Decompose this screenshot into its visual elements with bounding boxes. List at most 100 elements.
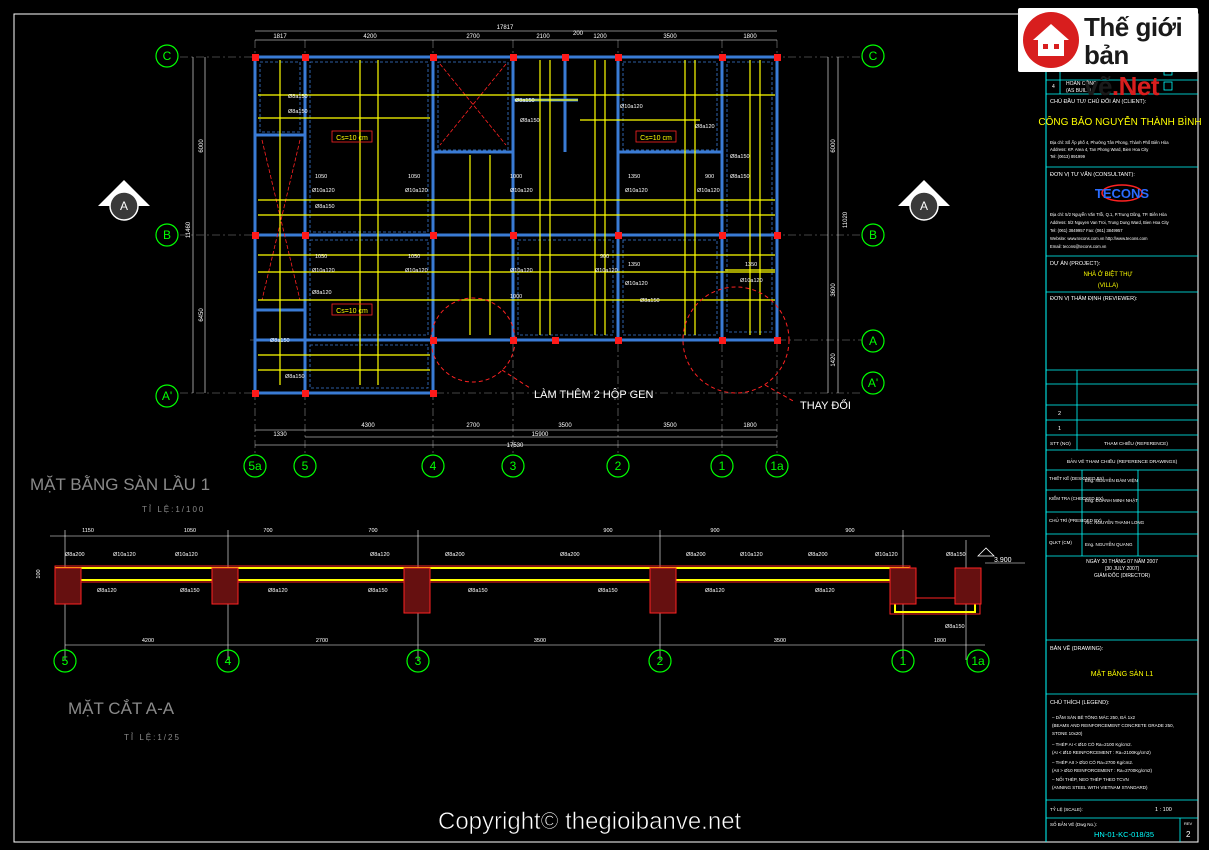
section-rebar: Ø8a120 bbox=[370, 552, 390, 558]
plan-bottom-total2: 15900 bbox=[532, 432, 549, 438]
rebar-label: Ø8a120 bbox=[695, 124, 715, 130]
plan-right-dim: 11020 bbox=[843, 211, 849, 228]
svg-text:A: A bbox=[920, 199, 928, 213]
section-grid-label: 5 bbox=[62, 654, 69, 668]
rebar-label: Ø10a120 bbox=[625, 281, 648, 287]
director-label: GIÁM ĐỐC (DIRECTOR) bbox=[1094, 572, 1150, 579]
staff-role: QLKT (CM) bbox=[1049, 540, 1072, 545]
plan-left-dim: 11460 bbox=[186, 221, 192, 238]
slab-thickness-note: Cs=10 cm bbox=[336, 308, 368, 315]
staff-name: Arc. NGUYỄN THANH LONG bbox=[1085, 519, 1145, 525]
revision-label: HOÀN CÔNG bbox=[1066, 80, 1097, 87]
section-top-dim: 900 bbox=[710, 528, 719, 534]
ref-header: THAM CHIẾU (REFERENCE) bbox=[1104, 440, 1168, 447]
plan-bottom-dim: 1800 bbox=[743, 423, 757, 429]
section-rebar: Ø8a120 bbox=[705, 588, 725, 594]
staff-role: CHỦ TRÌ (PRESIDED BY) bbox=[1049, 517, 1102, 523]
revision-label: (AS BUILT) bbox=[1066, 88, 1092, 94]
section-bottom-dim: 2700 bbox=[316, 638, 328, 644]
inner-dim: 1350 bbox=[745, 262, 757, 268]
section-bottom-dim: 4200 bbox=[142, 638, 154, 644]
staff-name: Eng. NGUYỄN ĐÀM VIỆN bbox=[1085, 476, 1138, 483]
rebar-label: Ø8a150 bbox=[270, 338, 290, 344]
section-rebar: Ø8a120 bbox=[815, 588, 835, 594]
section-marker-left: A bbox=[98, 180, 150, 221]
inner-dim: 900 bbox=[705, 174, 714, 180]
section-rebar: Ø8a150 bbox=[368, 588, 388, 594]
rebar-label: Ø10a120 bbox=[510, 268, 533, 274]
plan-right-dim: 1420 bbox=[831, 353, 837, 367]
rebar-label: Ø8a150 bbox=[520, 118, 540, 124]
grid-col-label: 2 bbox=[615, 459, 622, 473]
staff-name: Eng. ĐOÀNH MINH NHẬT bbox=[1085, 497, 1138, 503]
rebar-label: Ø10a120 bbox=[620, 104, 643, 110]
inner-dim: 1350 bbox=[628, 174, 640, 180]
plan-left-dim: 6450 bbox=[199, 308, 205, 322]
section-bottom-dim: 3500 bbox=[534, 638, 546, 644]
rebar-label: Ø10a120 bbox=[697, 188, 720, 194]
drawing-no-label: SỐ BẢN VẼ (Dwg No.): bbox=[1050, 821, 1097, 827]
legend-item: STONE 10x20) bbox=[1052, 731, 1083, 736]
legend-item: – THÉP AII > Ø10 CÓ Ra=2700 Kg/cm2. bbox=[1052, 759, 1133, 765]
plan-top-dim: 4200 bbox=[363, 34, 377, 40]
section-rebar: Ø8a150 bbox=[946, 552, 966, 558]
rev-value: 2 bbox=[1186, 830, 1191, 839]
house-icon bbox=[1023, 12, 1079, 68]
section-top-dim: 900 bbox=[603, 528, 612, 534]
grid-col-label: 5 bbox=[302, 459, 309, 473]
rebar-label: Ø8a120 bbox=[312, 290, 332, 296]
scale-value: 1 : 100 bbox=[1155, 807, 1172, 813]
rebar-label: Ø10a120 bbox=[405, 188, 428, 194]
grid-row-label: A' bbox=[162, 389, 172, 403]
consultant-address: Tel: (061) 3849957 Fax: (061) 3849957 bbox=[1050, 228, 1123, 233]
section-rebar: Ø8a120 bbox=[97, 588, 117, 594]
rebar-label: Ø10a120 bbox=[595, 268, 618, 274]
drawing-frame bbox=[13, 13, 1199, 843]
rebar-label: Ø8a150 bbox=[640, 298, 660, 304]
rev-row: 2 bbox=[1058, 411, 1061, 417]
rebar-label: Ø8a150 bbox=[288, 109, 308, 115]
section-rebar: Ø10a120 bbox=[740, 552, 763, 558]
plan-top-dim: 1817 bbox=[273, 34, 287, 40]
grid-col-label: 1 bbox=[719, 459, 726, 473]
rebar-label: Ø8a150 bbox=[515, 98, 535, 104]
date-line: NGÀY 30 THÁNG 07 NĂM 2007 bbox=[1086, 558, 1158, 565]
plan-top-dim: 1800 bbox=[743, 34, 757, 40]
legend-heading: CHÚ THÍCH (LEGEND): bbox=[1050, 699, 1110, 706]
plan-top-dim: 200 bbox=[573, 31, 584, 37]
rebar-label: Ø8a150 bbox=[285, 374, 305, 380]
plan-right-dim: 6000 bbox=[831, 139, 837, 153]
section-marker-right: A bbox=[898, 180, 950, 221]
rebar-label: Ø10a120 bbox=[510, 188, 533, 194]
grid-col-label: 4 bbox=[430, 459, 437, 473]
section-a-a: 1150 1050 700 700 900 900 900 4200 2700 … bbox=[36, 528, 1025, 742]
section-bottom-dim: 1800 bbox=[934, 638, 946, 644]
annotation-gen: LÀM THÊM 2 HỘP GEN bbox=[534, 388, 653, 401]
plan-top-dim: 2700 bbox=[466, 34, 480, 40]
section-top-dim: 700 bbox=[263, 528, 272, 534]
staff-role: KIỂM TRA (CHECKED BY) bbox=[1049, 495, 1104, 501]
plan-top-dim: 1200 bbox=[593, 34, 607, 40]
section-rebar: Ø8a150 bbox=[180, 588, 200, 594]
project-sub: (VILLA) bbox=[1098, 283, 1118, 289]
rebar-label: Ø10a120 bbox=[312, 188, 335, 194]
slab-thickness-note: Cs=10 cm bbox=[640, 135, 672, 142]
plan-title: MẶT BẰNG SÀN LẦU 1 bbox=[30, 475, 210, 494]
section-rebar: Ø10a120 bbox=[875, 552, 898, 558]
section-top-dim: 1050 bbox=[184, 528, 196, 534]
section-rebar: Ø8a150 bbox=[598, 588, 618, 594]
plan-scale: TỈ LỆ:1/100 bbox=[142, 505, 205, 514]
site-logo[interactable]: Thế giới bản vẽ.Net bbox=[1018, 8, 1198, 101]
staff-role: THIẾT KẾ (DESIGNED BY) bbox=[1049, 475, 1105, 481]
plan-top-dim: 3500 bbox=[663, 34, 677, 40]
section-top-dim: 900 bbox=[845, 528, 854, 534]
grid-row-label: C bbox=[163, 49, 172, 63]
staff-name: Eng. NGUYỄN QUANG bbox=[1085, 541, 1133, 547]
scale-label: TỶ LỆ (SCALE): bbox=[1050, 805, 1083, 812]
inner-dim: 1000 bbox=[510, 174, 522, 180]
svg-text:A: A bbox=[120, 199, 128, 213]
inner-dim: 1050 bbox=[315, 174, 327, 180]
section-rebar: Ø10a120 bbox=[175, 552, 198, 558]
grid-col-label: 5a bbox=[248, 459, 262, 473]
